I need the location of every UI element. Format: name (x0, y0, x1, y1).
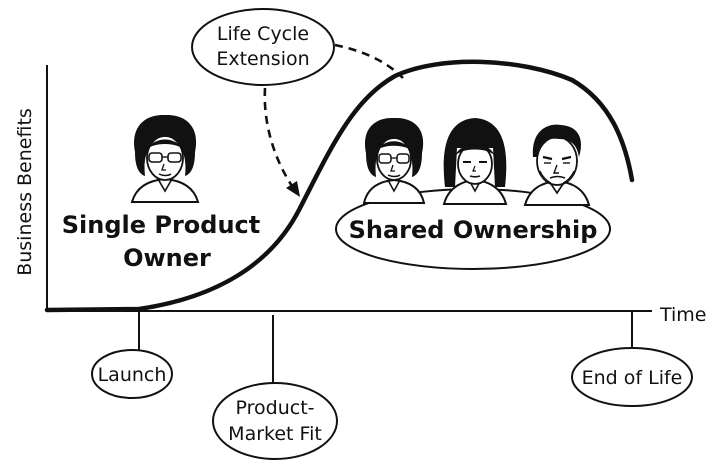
arrowhead-icon (286, 181, 300, 197)
extension-dashed-arrow-right (334, 43, 404, 79)
single-owner-line2: Owner (123, 244, 211, 272)
man-portrait-icon (523, 124, 591, 206)
woman-glasses-portrait-icon (362, 117, 426, 204)
extension-bubble (191, 8, 335, 86)
eol-label: End of Life (582, 367, 683, 389)
woman-bob-hair-portrait-icon (442, 118, 508, 205)
launch-bubble (91, 349, 173, 399)
single-owner-line1: Single Product (62, 211, 261, 239)
shared-ownership-label: Shared Ownership (349, 216, 598, 244)
extension-dashed-arrow-down (263, 87, 294, 187)
y-axis-label: Business Benefits (14, 108, 36, 276)
extension-line2: Extension (216, 48, 309, 70)
x-axis-label: Time (659, 304, 707, 326)
woman-glasses-portrait-icon (130, 114, 200, 203)
extension-line1: Life Cycle (217, 23, 309, 45)
eol-bubble (571, 347, 693, 407)
pmf-line1: Product- (236, 397, 315, 419)
lifecycle-curve (44, 59, 635, 313)
pmf-line2: Market Fit (228, 423, 322, 445)
launch-label: Launch (98, 364, 167, 386)
pmf-bubble (212, 382, 338, 460)
